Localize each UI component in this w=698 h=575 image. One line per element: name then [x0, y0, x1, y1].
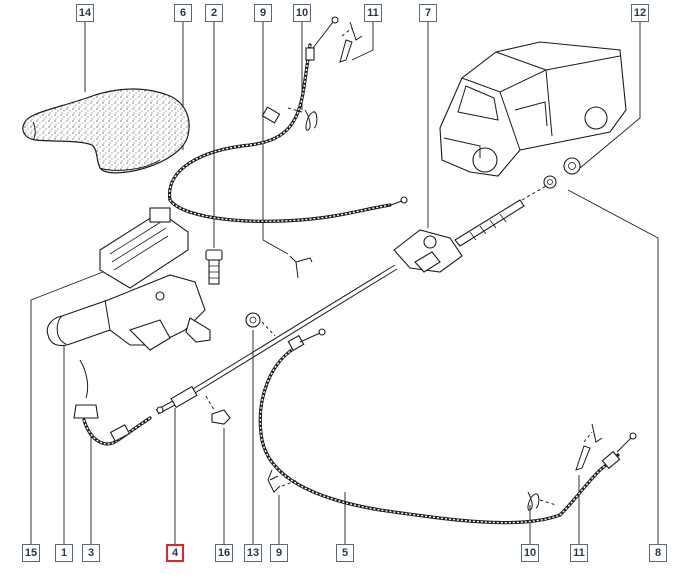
callout-13: 13 — [244, 544, 262, 562]
hook-bottom — [267, 469, 299, 493]
callout-16: 16 — [215, 544, 233, 562]
callout-10-top: 10 — [293, 4, 311, 22]
gaiter-boot — [22, 88, 190, 174]
callout-4-highlighted: 4 — [166, 544, 184, 562]
equalizer — [393, 199, 525, 273]
callout-3: 3 — [82, 544, 100, 562]
shaft-dash — [521, 185, 547, 201]
callout-8: 8 — [649, 544, 667, 562]
callout-6: 6 — [174, 4, 192, 22]
leader-lines — [30, 22, 659, 544]
return-spring-bottom — [527, 491, 557, 511]
cable-6 — [168, 16, 408, 223]
callout-9-top: 9 — [254, 4, 272, 22]
clip-bottom — [575, 423, 603, 471]
cable-clip — [205, 395, 231, 425]
callout-11-bottom: 11 — [570, 544, 588, 562]
return-spring-top — [287, 107, 318, 131]
callout-5: 5 — [336, 544, 354, 562]
callout-11-top: 11 — [364, 4, 382, 22]
callout-12: 12 — [631, 4, 649, 22]
handbrake-lever — [46, 274, 211, 351]
front-cable — [155, 264, 398, 415]
callout-14: 14 — [76, 4, 94, 22]
van-illustration — [439, 41, 627, 177]
callout-9-bottom: 9 — [270, 544, 288, 562]
clip-top — [339, 21, 363, 63]
callout-7: 7 — [419, 4, 437, 22]
callout-15: 15 — [22, 544, 40, 562]
lever-bracket — [99, 207, 189, 289]
hook-top — [289, 255, 313, 279]
bushing-8 — [543, 175, 557, 189]
grommet — [245, 312, 276, 337]
bushing-12 — [563, 157, 581, 175]
cable-5 — [258, 328, 637, 525]
callout-10-bottom: 10 — [521, 544, 539, 562]
cable-3 — [73, 359, 152, 446]
bolt — [205, 249, 223, 285]
callout-2: 2 — [205, 4, 223, 22]
callout-1: 1 — [55, 544, 73, 562]
